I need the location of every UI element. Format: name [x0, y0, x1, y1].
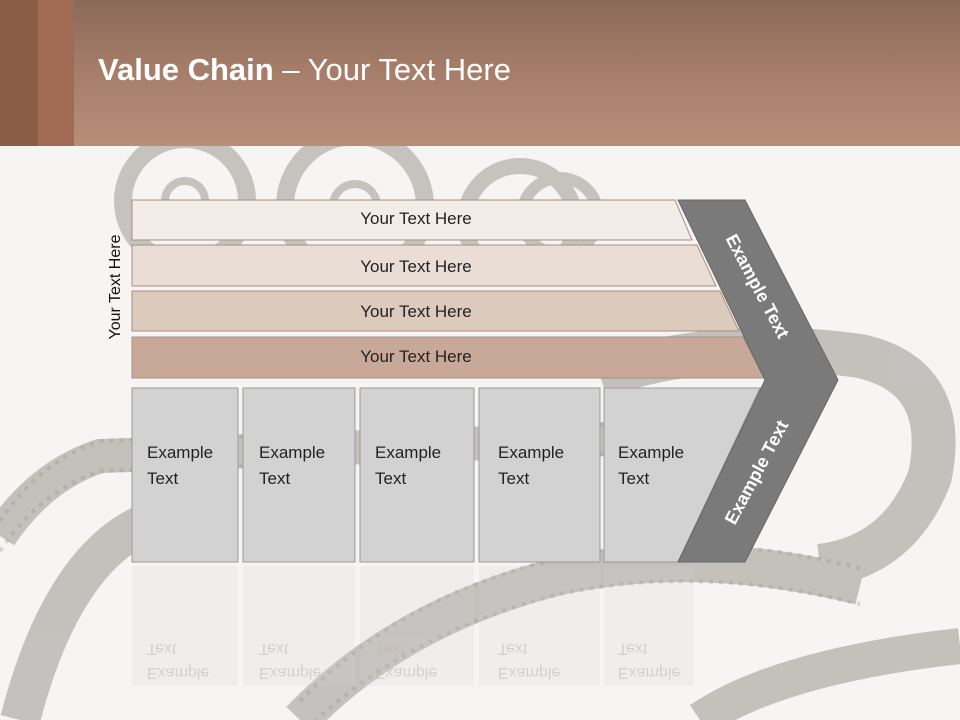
chain-bar-3-shape[interactable] — [131, 290, 740, 332]
slide-title[interactable]: Value Chain – Your Text Here — [98, 52, 511, 88]
chain-box-4-shape[interactable] — [478, 387, 601, 563]
chain-bar-3-label: Your Text Here — [360, 302, 472, 321]
title-rest: – Your Text Here — [273, 52, 511, 87]
header-banner — [0, 0, 960, 146]
chain-bar-2-label: Your Text Here — [360, 257, 472, 276]
chain-bar-1-shape[interactable] — [131, 199, 693, 241]
chain-box-1-shape[interactable] — [131, 387, 239, 563]
chain-bar-4-label: Your Text Here — [360, 347, 472, 366]
value-arrow-chevron[interactable] — [677, 199, 839, 563]
title-bold: Value Chain — [98, 52, 274, 87]
header-accent-stripe-light — [38, 0, 74, 146]
header-accent-stripe — [0, 0, 38, 146]
chain-box-2-shape[interactable] — [242, 387, 356, 563]
chain-bar-2-shape[interactable] — [131, 244, 717, 287]
chain-box-3-shape[interactable] — [359, 387, 475, 563]
vertical-side-label[interactable]: Your Text Here — [107, 234, 124, 340]
chain-bar-1-label: Your Text Here — [360, 209, 472, 228]
